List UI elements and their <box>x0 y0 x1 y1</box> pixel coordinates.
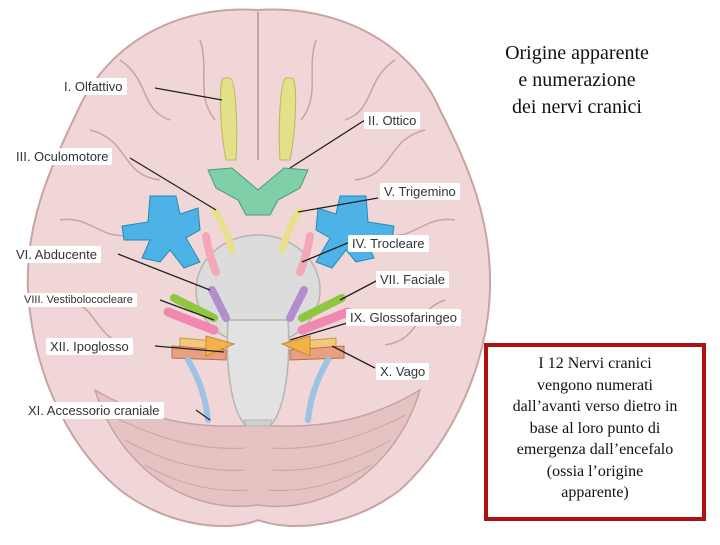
abducens-nerve-right <box>286 286 308 322</box>
info-line: (ossia l’origine <box>546 462 644 480</box>
title-line: Origine apparente <box>505 42 649 64</box>
title-line: e numerazione <box>518 69 636 91</box>
abducens-nerve-left <box>208 286 230 322</box>
facial-nerve-left <box>170 294 218 322</box>
cerebellum <box>93 388 422 507</box>
oculomotor-nerve-right <box>278 206 304 254</box>
medulla <box>226 319 290 426</box>
label-faciale: VII. Faciale <box>376 271 450 288</box>
label-ipoglosso: XII. Ipoglosso <box>46 338 133 355</box>
label-trigemino: V. Trigemino <box>380 183 460 200</box>
trigeminal-nerve-left <box>121 195 201 269</box>
info-line: emergenza dall’encefalo <box>516 441 674 458</box>
optic-chiasm <box>207 167 309 216</box>
facial-nerve-right <box>298 294 346 322</box>
label-ottico: II. Ottico <box>364 112 421 129</box>
vagus-nerve-right <box>280 335 311 357</box>
label-oculomotore: III. Oculomotore <box>12 148 113 165</box>
vestibulocochlear-nerve-right <box>297 307 353 335</box>
label-vestibolococleare: VIII. Vestibolococleare <box>20 293 137 307</box>
info-line: dall’avanti verso dietro in <box>512 398 678 415</box>
accessory-nerve-right <box>305 357 331 423</box>
label-accessorio: XI. Accessorio craniale <box>24 402 164 419</box>
title-line: dei nervi cranici <box>512 96 642 118</box>
info-line: base al loro punto di <box>529 419 661 437</box>
accessory-nerve-left <box>185 357 211 423</box>
trochlear-nerve-left <box>202 232 220 276</box>
olfactory-nerve-left <box>219 77 238 161</box>
label-abducente: VI. Abducente <box>12 246 101 263</box>
oculomotor-nerve-left <box>210 206 236 254</box>
info-line: apparente) <box>561 484 629 501</box>
trochlear-nerve-right <box>296 232 314 276</box>
label-vago: X. Vago <box>376 363 430 380</box>
label-trocleare: IV. Trocleare <box>348 235 429 252</box>
label-glossofaringeo: IX. Glossofaringeo <box>346 309 461 326</box>
leader-lines <box>117 87 379 421</box>
olfactory-nerve-right <box>278 77 297 161</box>
info-line: vengono numerati <box>537 376 653 394</box>
info-box: I 12 Nervi cranici vengono numerati dall… <box>484 343 706 521</box>
vestibulocochlear-nerve-left <box>163 307 219 335</box>
spinal-cord <box>243 419 273 427</box>
info-line: I 12 Nervi cranici <box>538 355 652 372</box>
label-olfattivo: I. Olfattivo <box>60 78 127 95</box>
trigeminal-nerve-right <box>315 195 395 269</box>
cerebellum-folia <box>109 414 407 491</box>
page-title: Origine apparente e numerazione dei nerv… <box>472 40 682 121</box>
